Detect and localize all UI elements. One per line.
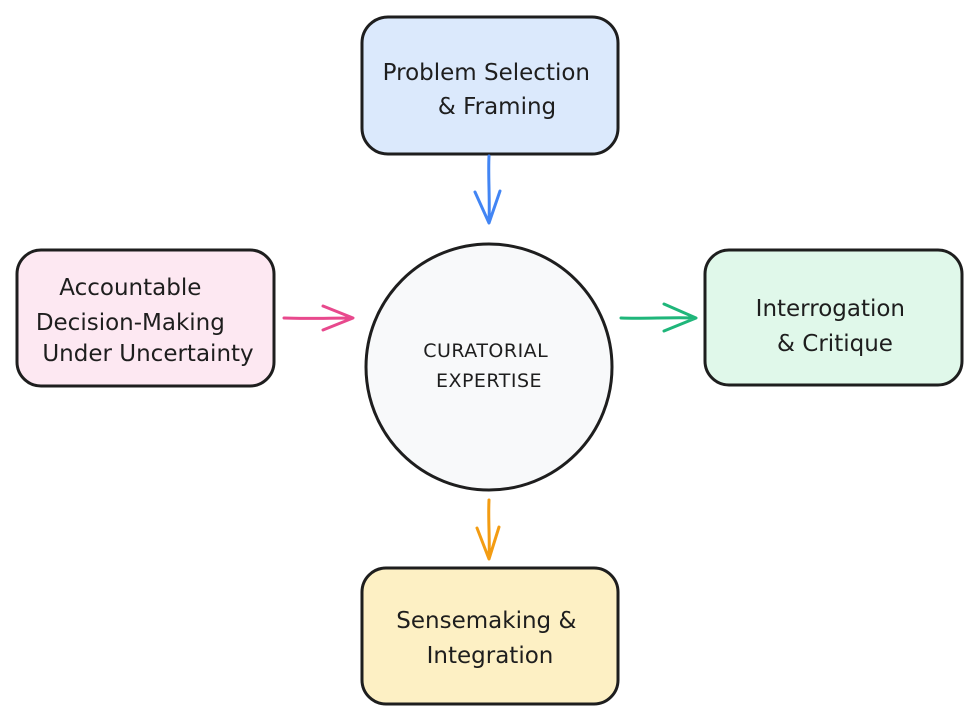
center-concept-label: CURATORIAL EXPERTISE (423, 340, 555, 392)
node-problem-selection-label: Problem Selection & Framing (383, 60, 598, 120)
node-accountable-decision-making: Accountable Decision-Making Under Uncert… (15, 248, 276, 388)
node-interrogation-critique: Interrogation & Critique (703, 248, 964, 387)
arrow-left-to-center (282, 304, 355, 332)
node-accountable-decision-making-label: Accountable Decision-Making Under Uncert… (36, 275, 254, 367)
arrow-center-to-right (619, 302, 698, 333)
node-interrogation-critique-box (703, 248, 964, 387)
arrow-down-icon (473, 154, 502, 225)
center-concept: CURATORIAL EXPERTISE (364, 242, 614, 492)
node-problem-selection: Problem Selection & Framing (360, 15, 620, 156)
node-sensemaking-integration-box (360, 566, 620, 706)
arrow-down-icon (475, 498, 501, 561)
node-problem-selection-box (360, 15, 620, 156)
node-interrogation-critique-label: Interrogation & Critique (756, 296, 913, 357)
node-accountable-decision-making-box (15, 248, 276, 388)
node-sensemaking-integration: Sensemaking & Integration (360, 566, 620, 706)
arrow-top-to-center (473, 154, 502, 225)
arrow-center-to-bottom (475, 498, 501, 561)
arrow-right-icon (282, 304, 355, 332)
center-concept-circle (364, 242, 614, 492)
node-sensemaking-integration-label: Sensemaking & Integration (396, 608, 583, 669)
arrow-right-icon (619, 302, 698, 333)
